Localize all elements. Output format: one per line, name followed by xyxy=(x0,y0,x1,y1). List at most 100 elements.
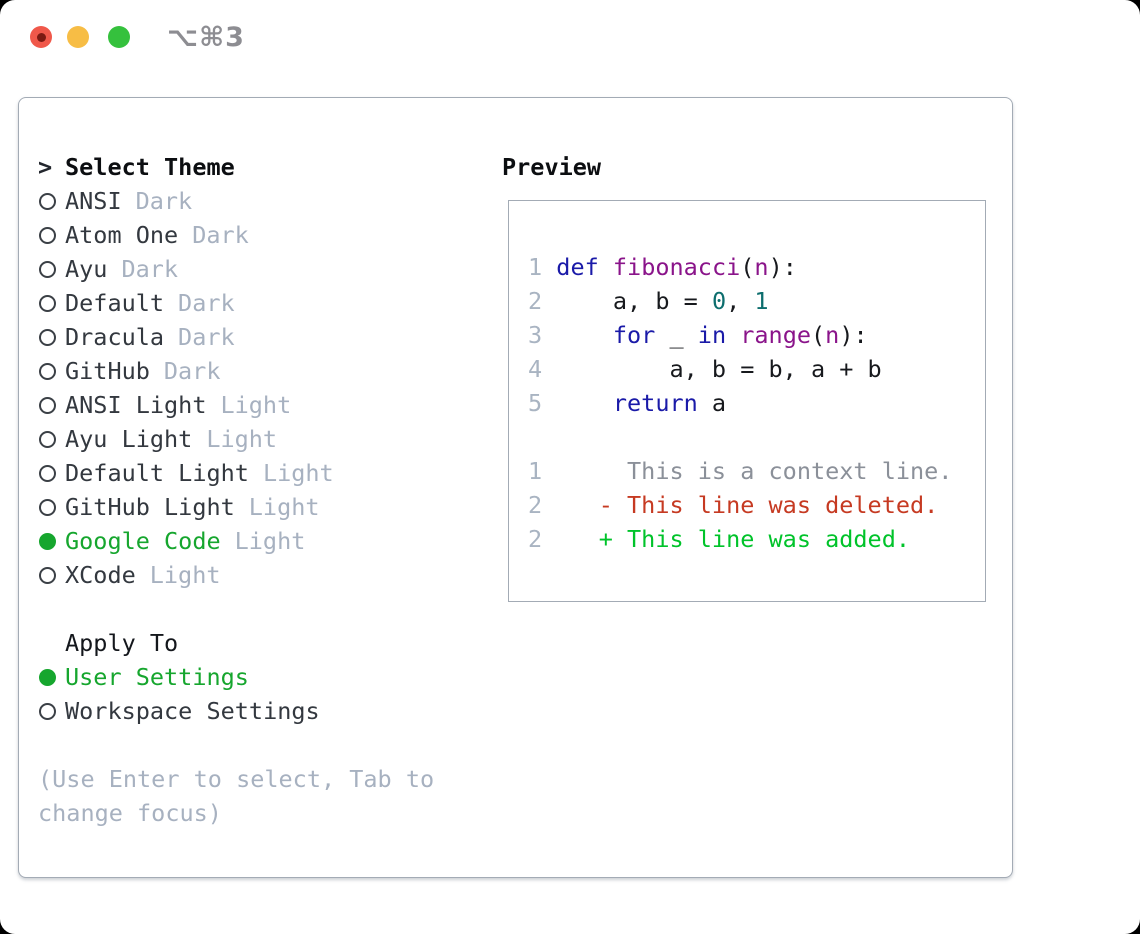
theme-item-xcode[interactable]: XCode Light xyxy=(38,558,478,592)
item-label: GitHub Light xyxy=(65,493,235,521)
item-label: XCode xyxy=(65,561,136,589)
item-variant-tag: Light xyxy=(262,459,334,487)
theme-item-github-light[interactable]: GitHub Light Light xyxy=(38,490,478,524)
preview-line: 2 - This line was deleted. xyxy=(528,488,985,522)
item-variant-tag: Dark xyxy=(163,357,221,385)
code-segment: range xyxy=(740,320,811,349)
help-text-line: (Use Enter to select, Tab to xyxy=(38,765,435,793)
apply-item-user-settings[interactable]: User Settings xyxy=(38,660,478,694)
radio-icon xyxy=(39,498,56,516)
code-segment: in xyxy=(697,320,727,349)
line-number: 1 xyxy=(528,252,557,281)
apply-to-header: Apply To xyxy=(38,626,478,660)
code-segment xyxy=(556,389,613,417)
preview-line: 1 This is a context line. xyxy=(528,454,985,488)
line-number: 2 xyxy=(528,524,557,553)
code-segment xyxy=(599,253,613,281)
theme-selector-panel: > Select Theme ANSI Dark Atom One Dark A… xyxy=(38,150,478,830)
item-variant-tag: Light xyxy=(220,391,292,419)
item-label: Atom One xyxy=(65,221,179,249)
radio-icon xyxy=(39,464,56,482)
code-segment: ( xyxy=(740,252,755,281)
radio-icon xyxy=(39,396,56,414)
item-label: Google Code xyxy=(65,527,221,555)
preview-line: 3 for _ in range(n): xyxy=(528,318,985,352)
minimize-button[interactable] xyxy=(67,26,89,48)
radio-icon xyxy=(39,532,56,550)
radio-icon xyxy=(39,362,56,380)
item-label: Default Light xyxy=(65,459,249,487)
code-segment: 1 xyxy=(754,286,769,315)
code-segment: for xyxy=(612,320,656,349)
theme-item-default[interactable]: Default Dark xyxy=(38,286,478,320)
code-segment: return xyxy=(612,388,698,417)
item-variant-tag: Dark xyxy=(178,323,235,351)
theme-item-ayu[interactable]: Ayu Dark xyxy=(38,252,478,286)
item-variant-tag: Light xyxy=(149,561,221,589)
zoom-button[interactable] xyxy=(108,26,130,48)
code-segment: a xyxy=(697,388,727,417)
help-text-line: change focus) xyxy=(38,799,222,827)
apply-to-section: Apply To User Settings Workspace Setting… xyxy=(38,626,478,728)
preview-line xyxy=(528,420,985,454)
item-label: Ayu xyxy=(65,255,108,283)
main-panel: > Select Theme ANSI Dark Atom One Dark A… xyxy=(18,97,1013,878)
theme-item-ansi[interactable]: ANSI Dark xyxy=(38,184,478,218)
code-segment: n xyxy=(825,320,840,349)
line-number: 4 xyxy=(528,354,557,383)
theme-item-github[interactable]: GitHub Dark xyxy=(38,354,478,388)
preview-line: 2 + This line was added. xyxy=(528,522,985,556)
radio-icon xyxy=(39,566,56,584)
line-number xyxy=(528,423,556,451)
item-variant-tag: Dark xyxy=(192,221,249,249)
title-bar: ⌥⌘3 xyxy=(0,0,1140,70)
code-segment xyxy=(726,321,740,349)
radio-icon xyxy=(39,430,56,448)
code-segment: ): xyxy=(839,320,868,349)
apply-item-workspace-settings[interactable]: Workspace Settings xyxy=(38,694,478,728)
item-label: GitHub xyxy=(65,357,150,385)
preview-title: Preview xyxy=(502,153,602,181)
theme-item-atom-one[interactable]: Atom One Dark xyxy=(38,218,478,252)
item-variant-tag: Dark xyxy=(135,187,193,215)
item-variant-tag: Light xyxy=(248,493,320,521)
focus-caret-icon: > xyxy=(38,153,53,181)
radio-icon xyxy=(39,328,56,346)
item-variant-tag: Dark xyxy=(121,255,179,283)
item-label: Default xyxy=(65,289,165,317)
radio-icon xyxy=(39,192,56,210)
radio-icon xyxy=(39,702,56,720)
code-segment: fibonacci xyxy=(612,252,741,281)
code-segment: ): xyxy=(768,252,797,281)
radio-icon xyxy=(39,668,56,686)
preview-line: 2 a, b = 0, 1 xyxy=(528,284,985,318)
preview-line: 4 a, b = b, a + b xyxy=(528,352,985,386)
theme-item-dracula[interactable]: Dracula Dark xyxy=(38,320,478,354)
theme-item-default-light[interactable]: Default Light Light xyxy=(38,456,478,490)
theme-item-google-code[interactable]: Google Code Light xyxy=(38,524,478,558)
code-segment: a, b = b, a + b xyxy=(556,354,882,383)
item-variant-tag: Dark xyxy=(178,289,235,317)
apply-to-list: User Settings Workspace Settings xyxy=(38,660,478,728)
radio-icon xyxy=(39,226,56,244)
preview-line: 5 return a xyxy=(528,386,985,420)
item-variant-tag: Light xyxy=(234,527,306,555)
theme-list: ANSI Dark Atom One Dark Ayu Dark Default… xyxy=(38,184,478,592)
code-segment: 0 xyxy=(711,286,727,315)
line-number: 2 xyxy=(528,490,557,519)
line-number: 2 xyxy=(528,286,557,315)
apply-to-title: Apply To xyxy=(65,629,179,657)
close-button[interactable] xyxy=(30,26,52,48)
item-label: Workspace Settings xyxy=(65,697,320,725)
code-segment: def xyxy=(556,252,599,281)
theme-item-ansi-light[interactable]: ANSI Light Light xyxy=(38,388,478,422)
item-label: ANSI xyxy=(65,187,122,215)
code-segment: a, b = xyxy=(556,286,712,315)
theme-item-ayu-light[interactable]: Ayu Light Light xyxy=(38,422,478,456)
code-segment: + This line was added. xyxy=(556,524,911,553)
item-label: Ayu Light xyxy=(65,425,193,453)
code-segment: n xyxy=(754,252,769,281)
